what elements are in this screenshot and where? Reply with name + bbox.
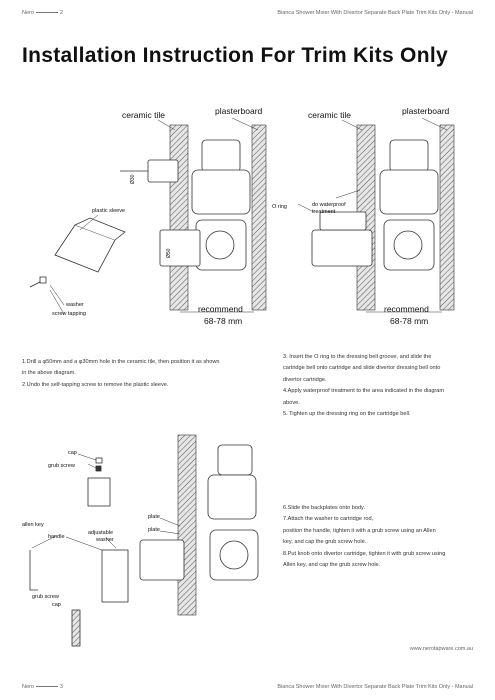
wall-back [439,124,455,311]
steps-left: 1.Drill a φ50mm and a φ30mm hole in the … [22,357,262,391]
label-cap-top: cap [68,450,77,456]
label-recommend: recommend [198,304,243,314]
diagram-handle-assembly: cap grub screw allen key handle adjustab… [20,430,270,650]
header-document-title: Bianca Shower Mixer With Divertor Separa… [277,10,473,16]
label-washer: washer [95,537,114,543]
diagram-waterproof: ceramic tile plasterboard O ring do wate… [262,100,477,335]
diagram-remove-sleeve: ceramic tile plasterboard plastic sleeve… [20,100,270,335]
label-plasterboard: plasterboard [215,106,263,116]
step-8-line-2: Allen key, and cap the grub screw hole. [283,562,381,569]
plastic-sleeve [54,217,126,273]
label-plate-1: plate [148,514,160,520]
label-plastic-sleeve: plastic sleeve [92,208,125,214]
step-7-line-2: position the handle, tighten it with a g… [283,527,436,534]
label-allen-key: allen key [22,522,44,528]
step-1-line-1: 1.Drill a φ50mm and a φ30mm hole in the … [22,359,220,365]
label-dim-30: Ø30 [130,174,136,184]
header-page-number: 2 [59,10,63,16]
wall-tile [177,434,197,616]
footer-brand: Nero 3 [22,684,63,690]
label-recommend: recommend [384,304,429,314]
label-screw-tapping: screw tapping [52,311,86,317]
step-3-line-3: divertor cartridge. [283,376,327,383]
page-title: Installation Instruction For Trim Kits O… [22,44,448,67]
step-6: 6.Slide the backplates onto body. [283,505,365,511]
step-2: 2.Undo the self-tapping screw to remove … [22,381,169,388]
footer-page-number: 3 [59,684,63,690]
handle-part [87,477,111,507]
label-grub-screw-bottom: grub screw [32,594,59,600]
wall-tile [169,124,189,311]
cap-part [95,457,103,464]
step-7-line-3: key, and cap the grub screw hole. [283,539,367,546]
page-footer: Nero 3 Bianca Shower Mixer With Divertor … [22,682,473,694]
allen-key-part [29,550,38,591]
step-8-line-1: 8.Put knob onto divertor cartridge, tigh… [283,550,446,557]
step-3-line-1: 3. Insert the O ring to the dressing bel… [283,354,432,360]
header-brand-name: Nero [22,10,34,16]
step-3-line-2: cartridge bell onto cartridge and slide … [283,365,441,372]
mixer-body [120,139,251,271]
label-range: 68-78 mm [390,316,428,326]
handle-knurl [71,609,81,647]
label-o-ring: O ring [272,204,287,210]
header-brand: Nero 2 [22,10,63,16]
label-ceramic-tile: ceramic tile [308,110,351,120]
label-grub-screw-top: grub screw [48,463,75,469]
handle-assembly [101,549,129,603]
footer-brand-name: Nero [22,684,34,690]
page-header: Nero 2 Bianca Shower Mixer With Divertor … [22,8,473,22]
step-4-line-1: 4.Apply waterproof treatment to the area… [283,388,445,395]
mixer-body [139,444,259,581]
label-waterproof-1: do waterproof [312,202,346,208]
label-plate-2: plate [148,527,160,533]
label-handle: handle [48,534,65,540]
label-ceramic-tile: ceramic tile [122,110,165,120]
footer-url[interactable]: www.nerotapware.com.au [409,646,473,652]
steps-right: 3. Insert the O ring to the dressing bel… [283,352,478,420]
step-7-line-1: 7.Attach the washer to cartridge rod, [283,516,374,523]
wall-back [251,124,267,311]
label-washer: washer [65,302,84,308]
label-waterproof-2: treatment [312,209,336,215]
step-4-line-2: above. [283,399,300,406]
label-cap-bottom: cap [52,602,61,608]
footer-document-title: Bianca Shower Mixer With Divertor Separa… [277,684,473,690]
steps-bottom: 6.Slide the backplates onto body. 7.Atta… [283,503,478,571]
label-dim-50: Ø50 [166,248,172,258]
step-5: 5. Tighten up the dressing ring on the c… [283,411,411,418]
label-range: 68-78 mm [204,316,242,326]
step-1-line-2: in the above diagram. [22,370,76,377]
label-adjustable: adjustable [88,530,113,536]
grub-screw-part [95,465,102,472]
screw-tapping [29,276,47,288]
label-plasterboard: plasterboard [402,106,450,116]
mixer-body [311,139,439,271]
